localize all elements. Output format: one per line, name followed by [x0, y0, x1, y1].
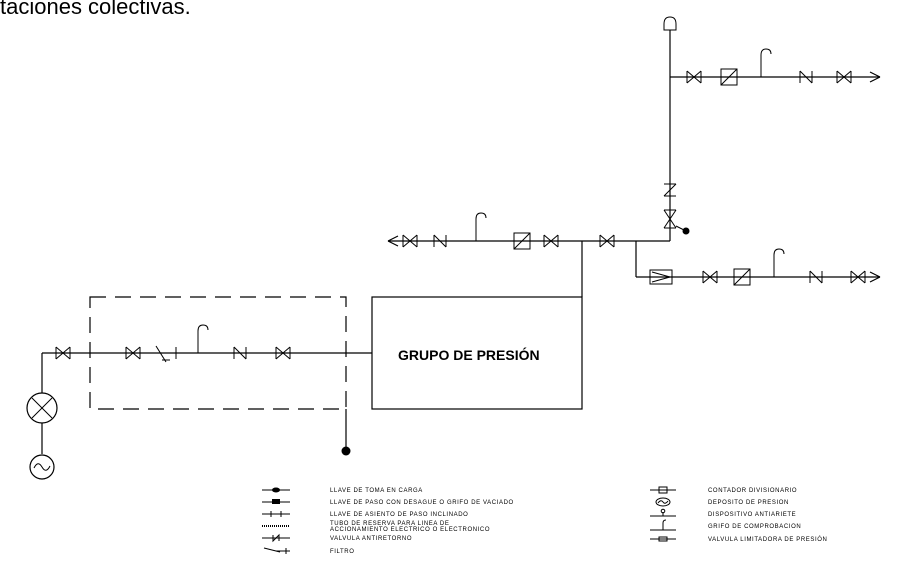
lower-outlet-arrow-icon — [869, 271, 881, 283]
riser-check-icon — [663, 183, 677, 197]
legend-label: GRIFO DE COMPROBACION — [708, 524, 801, 530]
anti-hammer-icon — [663, 16, 677, 31]
legend-label: DEPOSITO DE PRESION — [708, 500, 789, 506]
grifo-comprobacion-icon — [650, 519, 676, 531]
legend-label: LLAVE DE PASO CON DESAGUE O GRIFO DE VAC… — [330, 500, 514, 506]
legend-label: FILTRO — [330, 549, 355, 555]
pump-group-box — [371, 296, 583, 410]
toma-en-carga-icon — [262, 487, 290, 493]
legend-label: VALVULA LIMITADORA DE PRESIÓN — [708, 536, 827, 543]
antiariete-icon — [650, 508, 676, 517]
legend: LLAVE DE TOMA EN CARGA LLAVE DE PASO CON… — [262, 486, 827, 555]
deposito-icon — [655, 497, 671, 507]
lower-tap-icon — [773, 248, 785, 278]
llave-desague-icon — [262, 499, 290, 504]
left-outlet-arrow-icon — [387, 235, 399, 247]
legend-label: LLAVE DE TOMA EN CARGA — [330, 488, 423, 494]
legend-label: ACCIONAMIENTO ELECTRICO O ELECTRONICO — [330, 527, 490, 533]
pressure-tank-icon — [29, 454, 55, 480]
legend-label: DISPOSITIVO ANTIARIETE — [708, 512, 796, 518]
legend-label: VALVULA ANTIRETORNO — [330, 536, 412, 542]
contador-icon — [650, 486, 676, 494]
main-meter-icon — [26, 392, 58, 424]
top-outlet-arrow-icon — [869, 71, 881, 83]
inclined-valve-icon — [155, 345, 177, 363]
legend-label: CONTADOR DIVISIONARIO — [708, 488, 797, 494]
top-tap-icon — [760, 48, 772, 78]
drain-valve-icon — [663, 209, 690, 235]
antiretorno-icon — [262, 533, 290, 543]
pump-group-label: GRUPO DE PRESIÓN — [398, 346, 540, 363]
page-heading: taciones colectivas. — [0, 0, 191, 19]
filtro-icon — [263, 547, 290, 554]
legend-label: LLAVE DE ASIENTO DE PASO INCLINADO — [330, 512, 468, 518]
branch-tap-icon — [475, 212, 487, 242]
pressure-limiter-icon — [649, 269, 673, 285]
llave-asiento-icon — [262, 511, 290, 517]
enclosure-endpoint-dot — [341, 446, 351, 456]
legend-label: TUBO DE RESERVA PARA LINEA DE — [330, 521, 449, 527]
test-tap-icon — [197, 324, 209, 354]
limitadora-icon — [650, 536, 676, 542]
